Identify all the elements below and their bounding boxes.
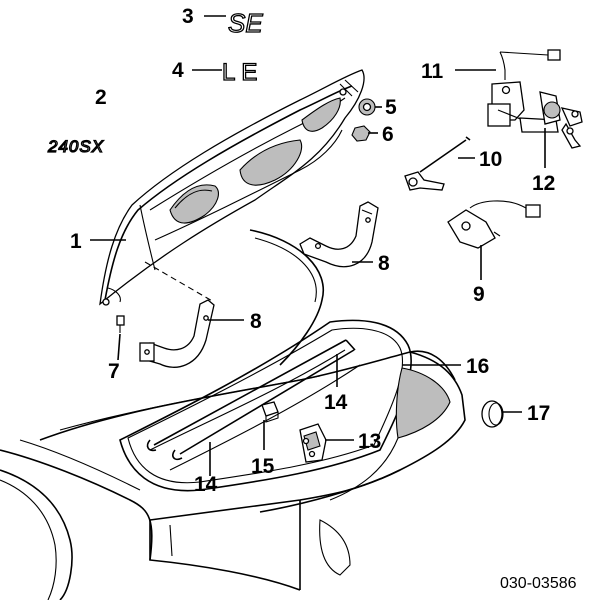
callout-1: 1	[70, 230, 82, 253]
callout-8-upper: 8	[378, 252, 390, 275]
leader-lines	[90, 15, 546, 476]
figure-code: 030-03586	[500, 575, 577, 592]
emblem-240sx: 240SX	[47, 137, 104, 156]
callout-14-left: 14	[194, 473, 218, 496]
callout-13: 13	[358, 430, 381, 453]
callout-16: 16	[466, 355, 489, 378]
car-body	[0, 229, 466, 600]
lid-striker	[299, 423, 327, 463]
callout-4: 4	[172, 59, 184, 82]
callout-5: 5	[385, 96, 397, 119]
grommet-part	[358, 98, 376, 116]
emblem-le: LE	[222, 59, 263, 86]
lock-cylinder-assembly	[487, 49, 561, 133]
trunk-latch	[447, 200, 541, 249]
callout-labels: 1 2 3 4 5 6 7 8 8 9 10 11 12 13 14 14 15…	[70, 5, 555, 496]
torsion-bars	[146, 339, 356, 461]
callout-2: 2	[95, 86, 107, 109]
assembly-guide-line	[144, 261, 215, 303]
emblem-se: SE	[228, 8, 263, 38]
trunk-lid	[99, 69, 365, 306]
callout-14-right: 14	[324, 391, 348, 414]
callout-7: 7	[108, 360, 120, 383]
callout-8-lower: 8	[250, 310, 262, 333]
rubber-bumper	[261, 401, 279, 423]
nut-part	[351, 125, 371, 142]
drain-plug	[481, 400, 504, 428]
hinge-upper	[299, 201, 379, 268]
key-cylinder	[539, 91, 583, 149]
callout-12: 12	[532, 172, 555, 195]
callout-3: 3	[182, 5, 194, 28]
callout-11: 11	[421, 60, 444, 83]
callout-17: 17	[527, 402, 550, 425]
callout-15: 15	[251, 455, 275, 478]
hinge-lower	[139, 299, 215, 368]
callout-9: 9	[473, 283, 485, 306]
callout-6: 6	[382, 123, 394, 146]
bolt-part	[116, 315, 125, 333]
callout-10: 10	[479, 148, 502, 171]
lock-rod	[404, 136, 471, 191]
